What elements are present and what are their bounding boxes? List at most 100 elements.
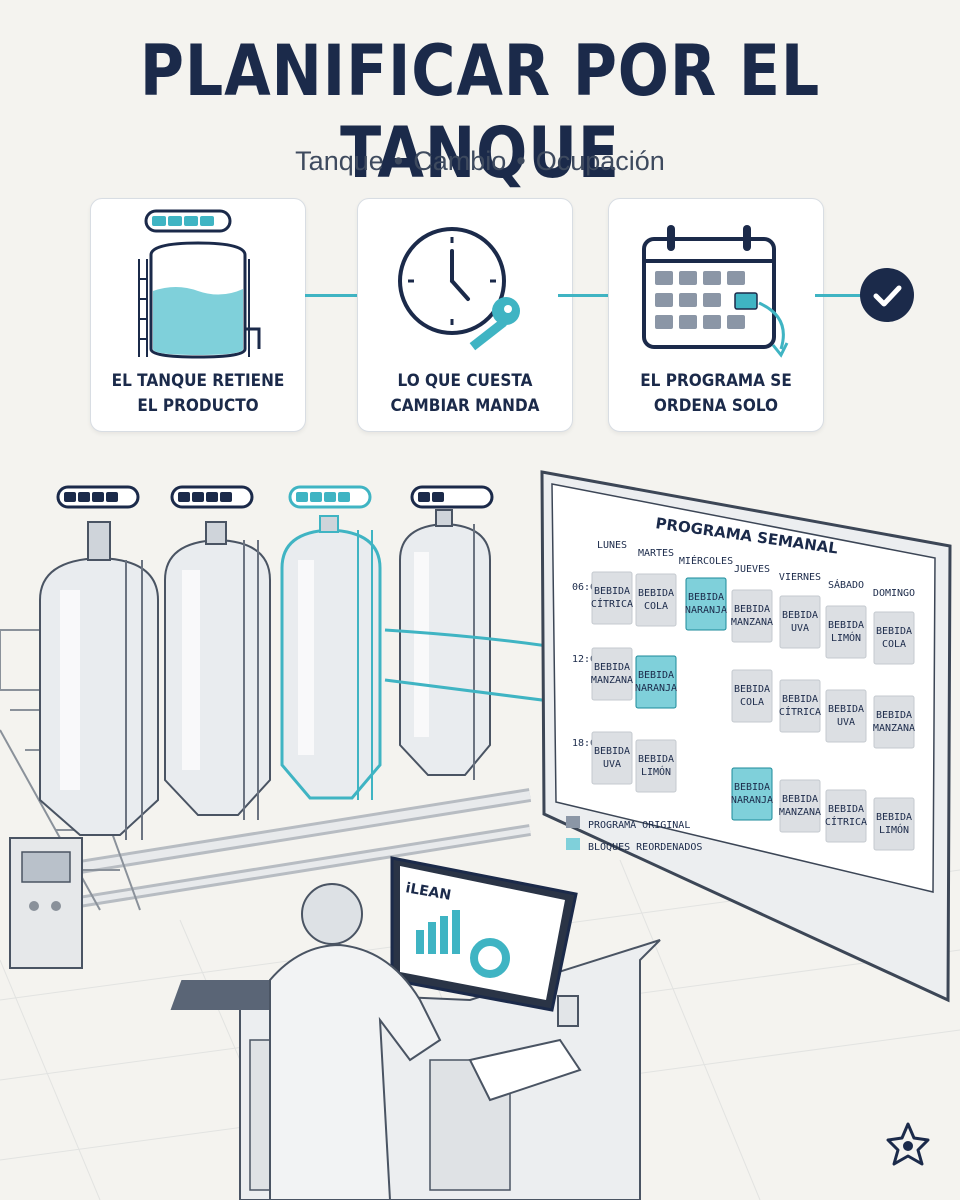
schedule-cell-line: BEBIDA	[876, 812, 912, 823]
tank-fill-indicator	[288, 485, 372, 509]
schedule-cell-line: NARANJA	[635, 683, 677, 694]
schedule-cell-line: MANZANA	[731, 617, 773, 628]
schedule-cell-line: COLA	[882, 639, 906, 650]
cup	[557, 995, 579, 1027]
monitor: iLEAN	[170, 856, 578, 1012]
schedule-cell-line: MANZANA	[779, 807, 821, 818]
brand-logo-icon	[886, 1122, 930, 1166]
schedule-cell-line: MANZANA	[873, 723, 915, 734]
legend-original: PROGRAMA ORIGINAL	[588, 820, 690, 831]
schedule-cell-line: BEBIDA	[782, 610, 818, 621]
schedule-cell: BEBIDA MANZANA	[779, 779, 821, 833]
schedule-cell-line: CÍTRICA	[591, 597, 633, 610]
schedule-cell-line: NARANJA	[731, 795, 773, 806]
legend-reordered: BLOQUES REORDENADOS	[588, 842, 702, 853]
schedule-cell-line: COLA	[644, 601, 668, 612]
factory-scene: PROGRAMA SEMANAL LUNESMARTESMIÉRCOLESJUE…	[0, 470, 960, 1200]
check-badge	[860, 268, 914, 322]
schedule-cell: BEBIDA MANZANA	[731, 589, 773, 643]
schedule-cell: BEBIDA UVA	[825, 689, 867, 743]
schedule-cell-line: BEBIDA	[638, 670, 674, 681]
schedule-cell-line: LIMÓN	[641, 765, 671, 778]
schedule-board: PROGRAMA SEMANAL LUNESMARTESMIÉRCOLESJUE…	[540, 470, 952, 1003]
tank-4	[399, 509, 491, 780]
schedule-legend: PROGRAMA ORIGINAL BLOQUES REORDENADOS	[566, 816, 702, 853]
schedule-cell: BEBIDA MANZANA	[591, 647, 633, 701]
schedule-cell-line: UVA	[791, 623, 809, 634]
tank-fill-indicator	[170, 485, 254, 509]
connector-line	[815, 294, 861, 297]
schedule-cell: BEBIDA NARANJA	[635, 655, 677, 709]
schedule-cell: BEBIDA NARANJA	[731, 767, 773, 821]
schedule-day-header: VIERNES	[779, 572, 821, 583]
schedule-time-label: 12:00	[572, 654, 602, 665]
schedule-cell-line: BEBIDA	[734, 782, 770, 793]
schedule-day-header: JUEVES	[734, 564, 770, 575]
subtitle: Tanque • Cambio • Ocupación	[0, 146, 960, 177]
tank-1	[39, 521, 159, 840]
schedule-cell-line: BEBIDA	[638, 754, 674, 765]
schedule-cell-line: BEBIDA	[734, 684, 770, 695]
subtitle-cambio: Cambio	[413, 146, 507, 176]
tank-fill-indicator	[410, 485, 494, 509]
schedule-cell-line: BEBIDA	[876, 626, 912, 637]
schedule-cell-line: CÍTRICA	[825, 815, 867, 828]
tank-3	[280, 515, 382, 800]
schedule-cell: BEBIDA COLA	[731, 669, 773, 723]
schedule-cell-line: BEBIDA	[594, 586, 630, 597]
schedule-cell-line: UVA	[837, 717, 855, 728]
schedule-cell-line: BEBIDA	[782, 694, 818, 705]
schedule-cell-line: BEBIDA	[782, 794, 818, 805]
schedule-day-header: LUNES	[597, 540, 627, 551]
schedule-day-header: MIÉRCOLES	[679, 554, 733, 567]
schedule-cell: BEBIDA UVA	[591, 731, 633, 785]
monitor-brand: iLEAN	[404, 880, 452, 904]
clipboard	[468, 1038, 582, 1102]
schedule-cell-line: BEBIDA	[828, 804, 864, 815]
schedule-time-label: 18:00	[572, 738, 602, 749]
calendar-icon	[642, 225, 789, 358]
schedule-cell-line: BEBIDA	[594, 662, 630, 673]
connector-line	[558, 294, 610, 297]
schedule-time-label: 06:00	[572, 582, 602, 593]
pipes	[28, 788, 532, 911]
schedule-cell-line: BEBIDA	[688, 592, 724, 603]
subtitle-separator: •	[516, 146, 526, 176]
schedule-cell: BEBIDA MANZANA	[873, 695, 915, 749]
schedule-cell-line: MANZANA	[591, 675, 633, 686]
operator	[269, 883, 442, 1200]
schedule-cell-line: COLA	[740, 697, 764, 708]
schedule-cell-line: BEBIDA	[828, 620, 864, 631]
clock-key-icon	[398, 227, 520, 351]
control-panel	[9, 837, 83, 969]
subtitle-tanque: Tanque	[295, 146, 384, 176]
tank-2	[164, 521, 271, 820]
schedule-cell-line: CÍTRICA	[779, 705, 821, 718]
schedule-cell: BEBIDA UVA	[779, 595, 821, 649]
schedule-cell-line: LIMÓN	[879, 823, 909, 836]
schedule-cell-line: BEBIDA	[828, 704, 864, 715]
schedule-cell-line: LIMÓN	[831, 631, 861, 644]
schedule-day-header: MARTES	[638, 548, 674, 559]
schedule-cell: BEBIDA COLA	[873, 611, 915, 665]
schedule-cell-line: BEBIDA	[876, 710, 912, 721]
schedule-cell-line: BEBIDA	[734, 604, 770, 615]
schedule-cell-line: BEBIDA	[594, 746, 630, 757]
check-icon	[873, 285, 902, 307]
subtitle-separator: •	[393, 146, 404, 176]
tank-icon	[138, 209, 261, 359]
schedule-cell-line: UVA	[603, 759, 621, 770]
subtitle-ocupacion: Ocupación	[535, 146, 665, 176]
page-title: PLANIFICAR POR EL TANQUE	[139, 30, 821, 194]
